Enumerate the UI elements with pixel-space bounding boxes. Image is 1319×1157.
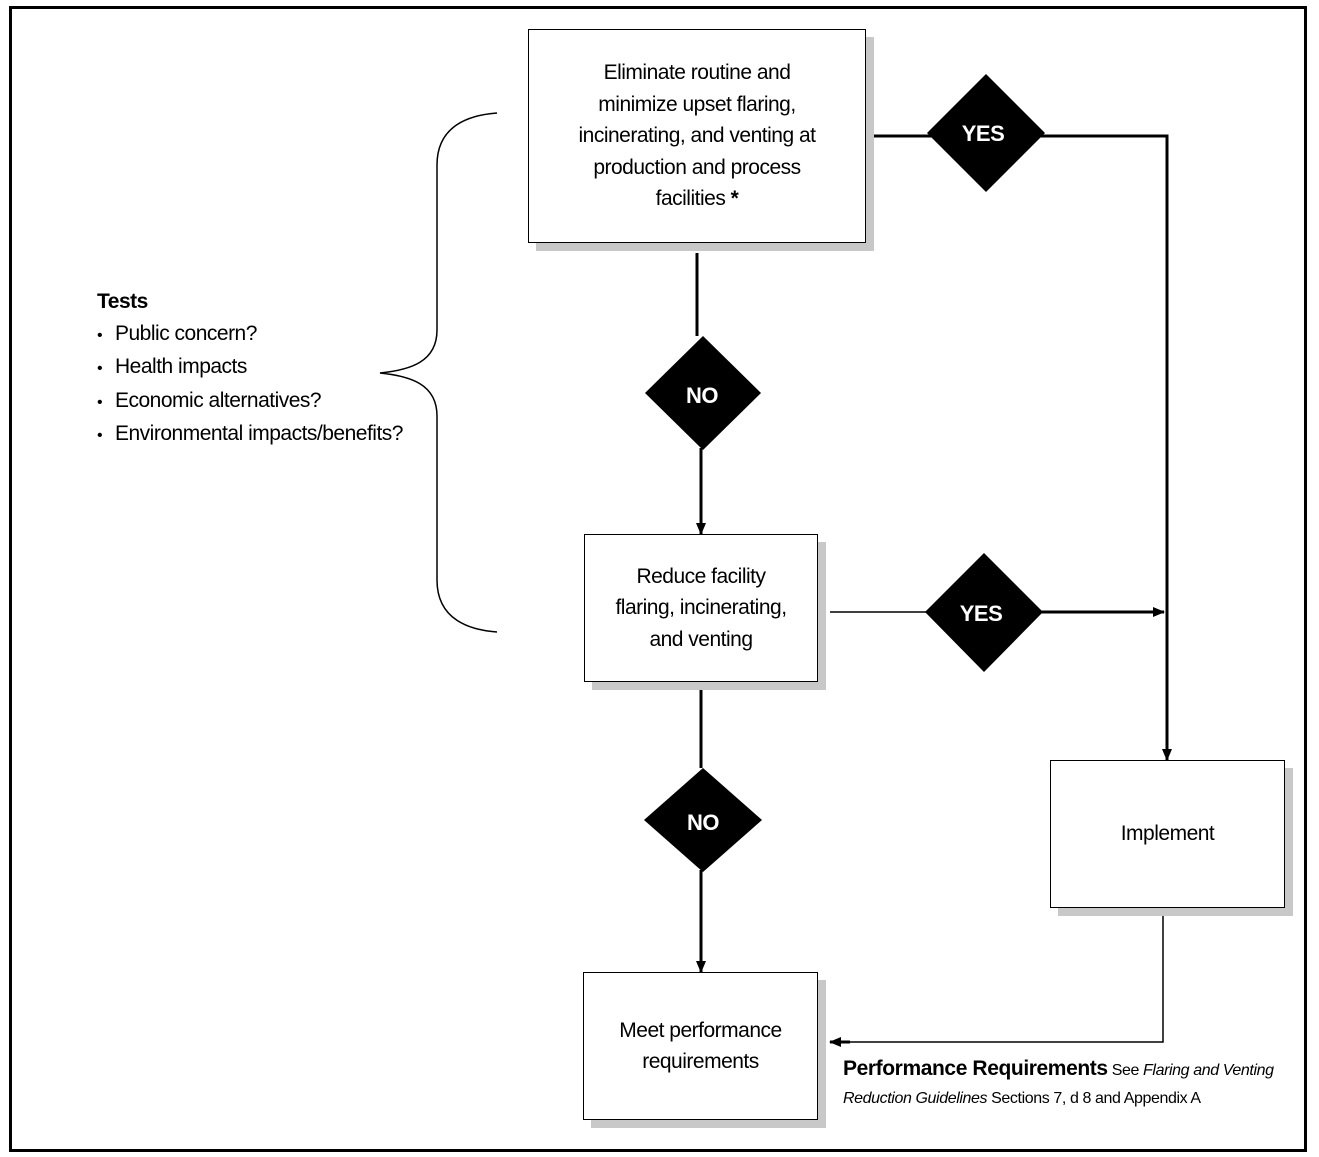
decision-diamond-no-top [645,336,761,450]
performance-doc-title: Flaring and Venting Reduction Guidelines [843,1062,1274,1107]
decision-diamond-yes-mid [925,553,1043,672]
connector-implement-to-meet [830,908,1164,1043]
asterisk-mark: * [730,187,739,211]
performance-see: See [1111,1062,1140,1079]
label-yes-top: YES [961,121,1005,146]
tests-title: Tests [97,290,148,313]
box-meet-requirements: Meet performance requirements [583,972,818,1120]
decision-diamond-no-bottom [644,768,762,872]
box-reduce: Reduce facility flaring, incinerating, a… [584,534,818,682]
performance-note: Performance Requirements See Flaring and… [843,1055,1283,1113]
connector-yes-to-implement [1040,134,1172,761]
diagram-frame [9,6,1307,1152]
decision-diamond-yes-top [927,74,1045,192]
label-yes-mid: YES [959,601,1003,626]
label-no-bottom: NO [687,810,720,835]
box-implement-text: Implement [1120,822,1215,846]
tests-item: Environmental impacts/benefits? [97,418,404,452]
box-eliminate-text: Eliminate routine and minimize upset fla… [578,61,816,211]
box-eliminate: Eliminate routine and minimize upset fla… [528,29,866,243]
tests-item: Public concern? [97,318,403,352]
label-no-top: NO [686,383,719,408]
tests-item: Economic alternatives? [97,385,403,419]
box-reduce-text: Reduce facility flaring, incinerating, a… [615,564,787,651]
box-implement: Implement [1050,760,1285,908]
tests-list: Tests Public concern? Health impacts Eco… [97,286,404,452]
tests-item: Health impacts [97,351,403,385]
performance-sections: Sections 7, d 8 and Appendix A [991,1090,1201,1107]
box-meet-text: Meet performance requirements [619,1018,782,1074]
performance-title: Performance Requirements [843,1057,1108,1080]
